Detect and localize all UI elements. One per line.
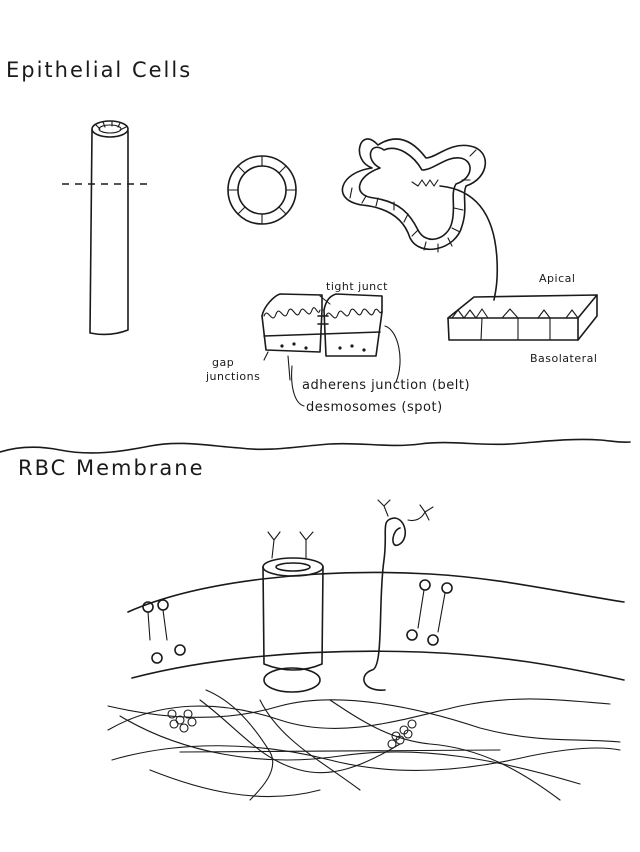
ring-cross-section [227, 155, 297, 225]
rbc-membrane [107, 499, 625, 801]
label-junctions: junctions [206, 370, 261, 383]
tube-drawing [62, 120, 152, 336]
label-adherens-junction: adherens junction (belt) [302, 378, 471, 393]
junction-cells [261, 293, 401, 407]
label-tight-junct: tight junct [326, 280, 388, 293]
label-desmosomes: desmosomes (spot) [306, 400, 443, 415]
folded-lumen [341, 138, 499, 301]
section-divider [0, 438, 631, 454]
label-basolateral: Basolateral [530, 352, 598, 365]
epithelial-title: Epithelial Cells [6, 58, 193, 82]
apical-basolateral-cells [447, 294, 598, 341]
label-apical: Apical [539, 272, 576, 285]
label-gap: gap [212, 356, 235, 369]
rbc-title: RBC Membrane [18, 456, 205, 480]
